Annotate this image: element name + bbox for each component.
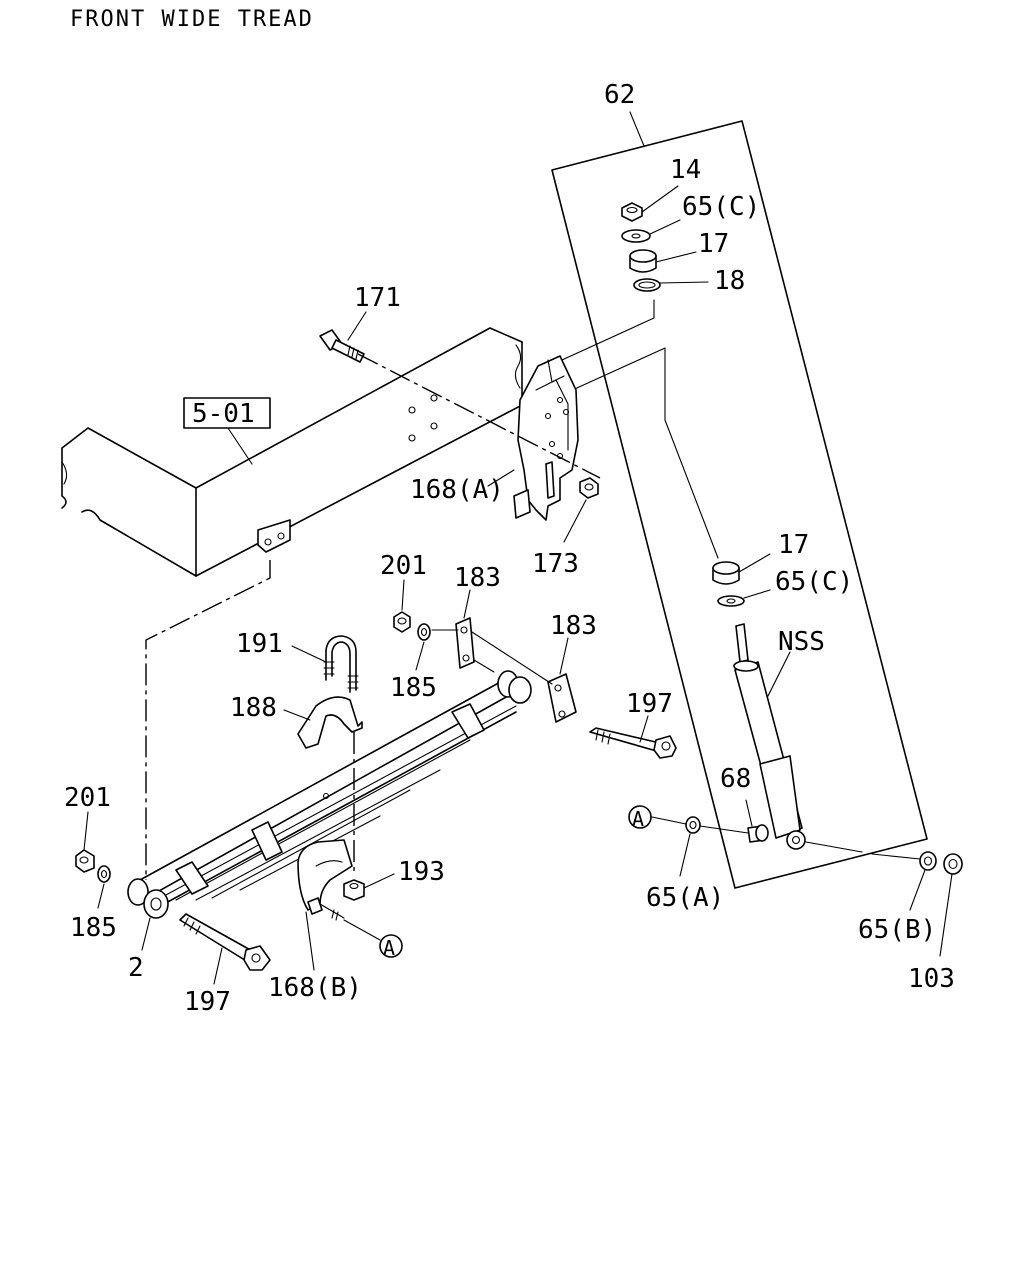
bracket-168a xyxy=(513,355,579,521)
callout-65b: 65(B) xyxy=(858,915,936,945)
callout-65c-top: 65(C) xyxy=(682,192,760,222)
ref-box-5-01-label: 5-01 xyxy=(192,399,255,429)
callout-171: 171 xyxy=(354,283,401,313)
callout-183-right: 183 xyxy=(550,611,597,641)
spring-eye-front xyxy=(127,878,169,919)
callout-68: 68 xyxy=(720,764,751,794)
svg-text:A: A xyxy=(383,936,395,960)
callout-18: 18 xyxy=(714,266,745,296)
bushing-68 xyxy=(747,824,769,843)
callout-188: 188 xyxy=(230,693,277,723)
callout-168a: 168(A) xyxy=(410,475,504,505)
nut-14 xyxy=(621,202,643,222)
callout-17-mid: 17 xyxy=(778,530,809,560)
u-bolt-191 xyxy=(323,635,359,693)
nut-201-left xyxy=(75,849,95,873)
callout-17-top: 17 xyxy=(698,229,729,259)
washer-65a xyxy=(685,816,701,834)
frame-rail xyxy=(61,327,523,577)
washer-185-left xyxy=(97,865,111,883)
callout-185-left: 185 xyxy=(70,913,117,943)
shackle-183-right xyxy=(547,673,577,723)
callout-14: 14 xyxy=(670,155,701,185)
washer-65b xyxy=(919,851,937,871)
svg-text:A: A xyxy=(632,807,644,831)
shackle-183-left xyxy=(455,617,475,669)
spring-seat-188 xyxy=(297,696,363,749)
nut-173 xyxy=(579,477,599,499)
callout-201-left: 201 xyxy=(64,783,111,813)
bracket-168b xyxy=(297,839,353,921)
washer-65c-mid xyxy=(717,595,745,607)
washer-185-top xyxy=(417,623,431,641)
callout-103: 103 xyxy=(908,964,955,994)
marker-a-left: A xyxy=(379,934,403,960)
leaf-spring xyxy=(139,679,517,905)
callout-62: 62 xyxy=(604,80,635,110)
callout-168b: 168(B) xyxy=(268,973,362,1003)
callout-65c-mid: 65(C) xyxy=(775,567,853,597)
nut-103 xyxy=(943,853,963,875)
shock-absorber xyxy=(733,623,806,850)
bolt-197-bottom xyxy=(179,913,271,971)
bolt-171 xyxy=(319,329,365,363)
callout-65a: 65(A) xyxy=(646,883,724,913)
nut-193 xyxy=(343,879,365,901)
callout-191: 191 xyxy=(236,629,283,659)
callout-197-right: 197 xyxy=(626,689,673,719)
callout-201-top: 201 xyxy=(380,551,427,581)
callout-173: 173 xyxy=(532,549,579,579)
kit-62-outline xyxy=(551,111,928,889)
callout-183-left: 183 xyxy=(454,563,501,593)
bushing-17-mid xyxy=(712,561,740,585)
nut-201-top xyxy=(393,611,411,633)
callout-197-bottom: 197 xyxy=(184,987,231,1017)
callout-2: 2 xyxy=(128,953,144,983)
marker-a-right: A xyxy=(628,805,652,831)
bolt-197-right xyxy=(589,727,677,759)
washer-65c-top xyxy=(621,229,651,243)
bushing-17-top xyxy=(629,249,657,273)
washer-18 xyxy=(633,278,661,292)
spring-eye-rear xyxy=(497,670,532,704)
ref-box-5-01 xyxy=(183,397,271,429)
callout-185-top: 185 xyxy=(390,673,437,703)
callout-193: 193 xyxy=(398,857,445,887)
callout-nss: NSS xyxy=(778,627,825,657)
diagram-title: FRONT WIDE TREAD xyxy=(70,7,314,32)
